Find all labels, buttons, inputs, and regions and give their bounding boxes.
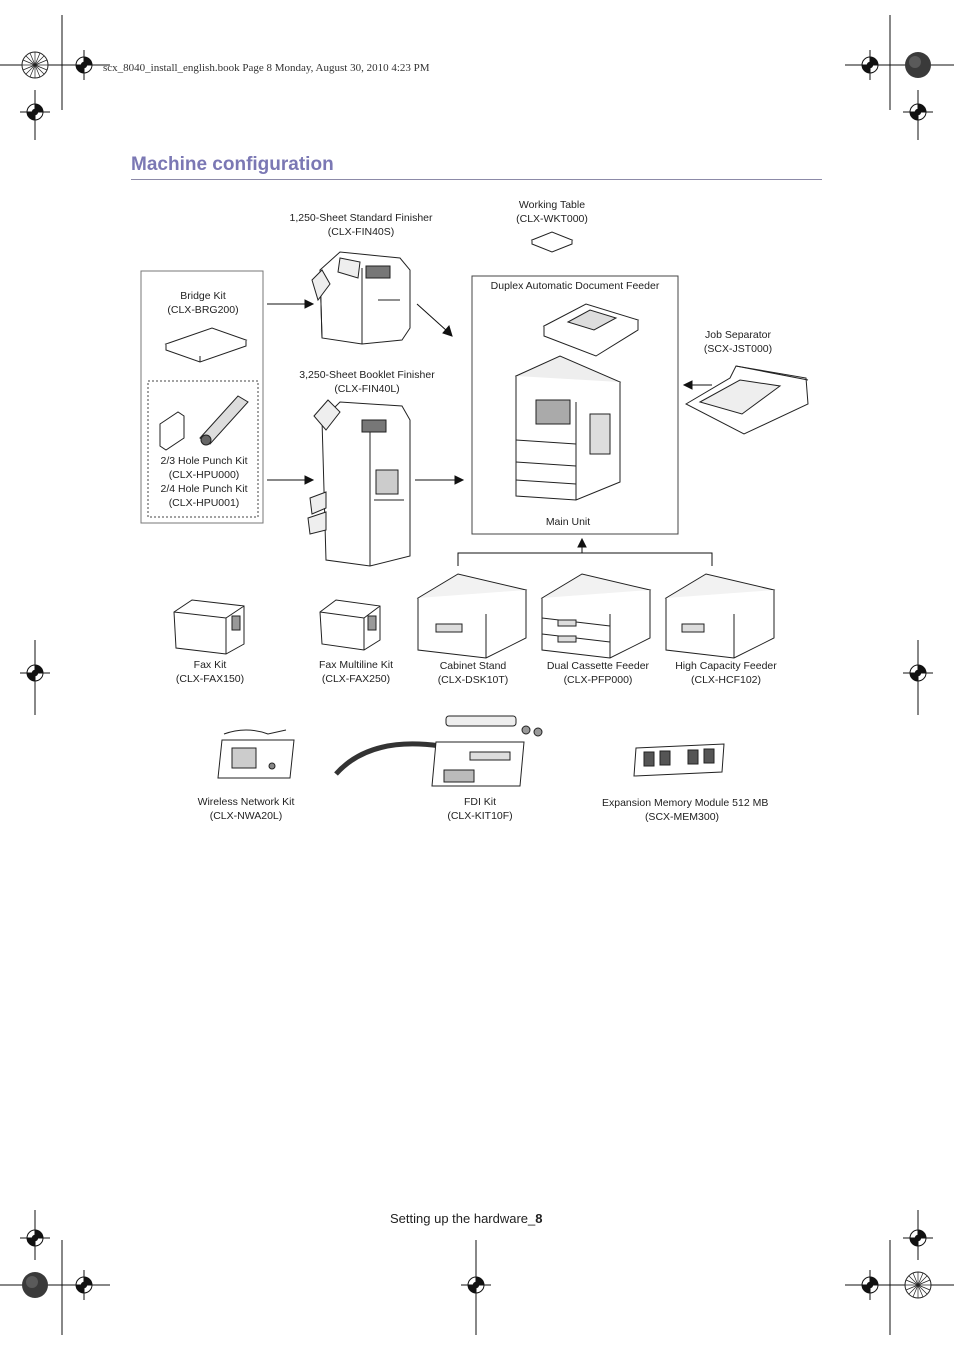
fax-kit-label: Fax Kit (CLX-FAX150) bbox=[175, 659, 245, 685]
wireless-kit-drawing bbox=[217, 729, 295, 779]
bridge-kit-group-box bbox=[140, 270, 264, 524]
hole-punch-drawing bbox=[159, 395, 249, 451]
starburst-mark-tl bbox=[21, 51, 49, 79]
bridge-kit-label: Bridge Kit (CLX-BRG200) bbox=[167, 290, 239, 316]
standard-finisher-label: 1,250-Sheet Standard Finisher (CLX-FIN40… bbox=[289, 212, 433, 238]
job-separator-label: Job Separator (SCX-JST000) bbox=[703, 329, 773, 355]
registration-mark bbox=[68, 49, 100, 81]
booklet-finisher-drawing bbox=[307, 399, 411, 567]
fdi-kit-label: FDI Kit (CLX-KIT10F) bbox=[447, 796, 513, 822]
dadf-label: Duplex Automatic Document Feeder bbox=[490, 280, 660, 292]
dual-cassette-drawing bbox=[540, 573, 652, 659]
main-unit-label: Main Unit bbox=[545, 516, 591, 528]
starburst-mark-br bbox=[904, 1271, 932, 1299]
fdi-kit-drawing bbox=[334, 715, 543, 787]
main-unit-box bbox=[471, 275, 679, 535]
section-title: Machine configuration bbox=[131, 154, 334, 175]
cabinet-stand-label: Cabinet Stand (CLX-DSK10T) bbox=[437, 660, 509, 686]
registration-mark bbox=[68, 1269, 100, 1301]
cabinet-stand-drawing bbox=[416, 573, 528, 659]
registration-mark bbox=[460, 1269, 492, 1301]
dot-mark-tr bbox=[905, 52, 931, 78]
fax-kit-drawing bbox=[173, 599, 245, 655]
bridge-kit-drawing bbox=[164, 327, 248, 363]
registration-mark bbox=[902, 96, 934, 128]
fax-multiline-label: Fax Multiline Kit (CLX-FAX250) bbox=[318, 659, 394, 685]
hole-punch-label: 2/3 Hole Punch Kit (CLX-HPU000) 2/4 Hole… bbox=[160, 455, 248, 509]
main-unit-drawing bbox=[514, 355, 622, 501]
footer-section-text: Setting up the hardware_ bbox=[390, 1211, 536, 1226]
connection-arrows bbox=[267, 299, 712, 553]
wireless-kit-label: Wireless Network Kit (CLX-NWA20L) bbox=[197, 796, 295, 822]
hcf-label: High Capacity Feeder (CLX-HCF102) bbox=[675, 660, 777, 686]
registration-mark bbox=[854, 1269, 886, 1301]
memory-module-label: Expansion Memory Module 512 MB (SCX-MEM3… bbox=[602, 797, 769, 823]
registration-mark bbox=[854, 49, 886, 81]
memory-module-drawing bbox=[633, 743, 725, 777]
working-table-label: Working Table (CLX-WKT000) bbox=[516, 199, 588, 225]
page-number: 8 bbox=[535, 1211, 543, 1226]
booklet-finisher-label: 3,250-Sheet Booklet Finisher (CLX-FIN40L… bbox=[299, 369, 435, 395]
hcf-drawing bbox=[664, 573, 776, 659]
option-bracket bbox=[457, 552, 713, 566]
dadf-drawing bbox=[542, 303, 640, 357]
dual-cassette-label: Dual Cassette Feeder (CLX-PFP000) bbox=[546, 660, 650, 686]
print-file-info: scx_8040_install_english.book Page 8 Mon… bbox=[103, 62, 430, 74]
registration-mark bbox=[19, 1222, 51, 1254]
working-table-drawing bbox=[530, 231, 574, 253]
standard-finisher-drawing bbox=[311, 251, 411, 345]
title-rule bbox=[131, 179, 822, 180]
registration-mark bbox=[19, 96, 51, 128]
fax-multiline-drawing bbox=[319, 599, 381, 651]
dot-mark-bl bbox=[22, 1272, 48, 1298]
job-separator-drawing bbox=[684, 365, 809, 435]
hole-punch-dashed-box bbox=[147, 380, 259, 518]
registration-mark bbox=[902, 1222, 934, 1254]
page-footer: Setting up the hardware_8 bbox=[390, 1211, 543, 1226]
registration-mark bbox=[19, 657, 51, 689]
registration-mark bbox=[902, 657, 934, 689]
